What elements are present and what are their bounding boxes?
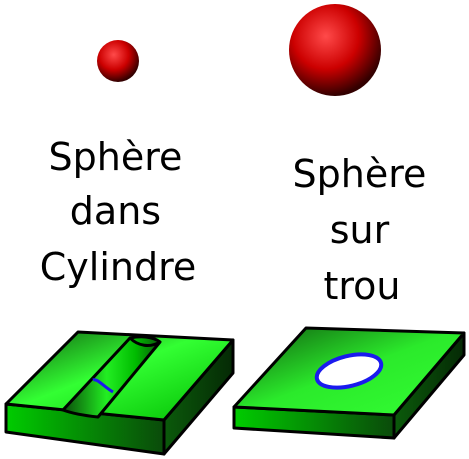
groove-end [128,336,161,347]
caption-right-line-2: sur [330,208,390,252]
caption-left-line-3: Cylindre [40,245,197,289]
small-sphere [97,40,139,82]
grooved-block [4,330,235,456]
panel-sphere-in-cylinder: Sphère dans Cylindre [4,40,235,456]
caption-left-line-1: Sphère [49,135,183,179]
caption-right: Sphère sur trou [293,152,432,308]
caption-right-line-1: Sphère [293,152,427,196]
caption-right-line-3: trou [323,264,400,308]
panel-sphere-on-hole: Sphère sur trou [232,4,466,440]
hole [314,352,384,390]
caption-left-line-2: dans [70,189,161,233]
caption-left: Sphère dans Cylindre [40,135,197,289]
large-sphere [289,4,381,96]
contact-line [92,378,114,394]
